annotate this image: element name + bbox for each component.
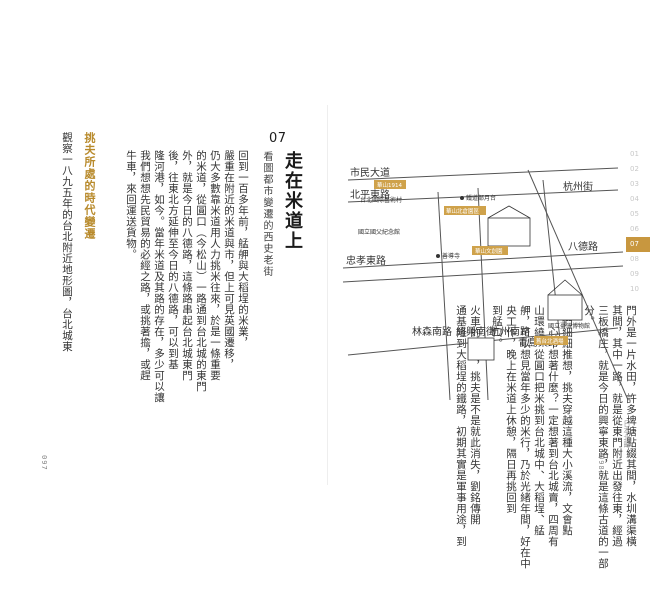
chapter-index: 01 02 03 04 05 06 07 08 09 10 [626,147,650,297]
building-sketch [547,279,583,296]
landmark-dot [460,196,464,200]
landmark-label: 鐵道部月台 [466,194,496,202]
road-line [347,189,619,203]
map-tag-label: 華山1914 [377,181,402,189]
body-column: 隆河港，如今。當年米道及其路的存在，多少可以讓 [153,150,165,403]
body-column: 分。 [583,305,595,327]
chapter-index-item[interactable]: 05 [630,210,639,218]
body-column: 我們細細推想，挑夫穿越這種大小溪流，文會點 [561,305,573,536]
map-tag [444,206,486,215]
body-column: 門外是一片水田，許多埤塘點綴其間，水圳溝渠横 [625,305,637,547]
chapter-index-item[interactable]: 08 [630,255,639,263]
road-label: 杭州南路 [490,325,530,338]
landmark-dot [436,254,440,258]
body-column: 央工作，晚上在米道上休憩，隔日再挑回到 [505,305,517,514]
road-label: 市民大道 [350,166,390,179]
running-head: 日本北町 [623,420,631,448]
road-label: 北平東路 [350,188,390,201]
road-label: 紹興南街 [456,325,496,338]
landmark-label: 國立國父紀念館 [358,228,400,236]
gutter-divider [327,105,328,485]
page-number-right: 098 [597,455,605,471]
body-column: 的米道，從圓口（今松山）一路通到台北城的東門 [195,150,207,392]
chapter-subtitle: 看圖都市變遷的西史老街 [261,151,272,278]
map-tag [472,246,508,255]
body-column: 舺，可以想見當年多少的米行，乃於光緒年間，好在中 [519,305,531,569]
road-line [437,191,451,400]
body-column: 通基隆到大稻埕的鐵路，初期其實是軍事用途，到 [455,305,467,547]
body-column: 觀察一八九五年的台北附近地形圖，台北城東 [61,132,73,352]
building-sketch [467,337,495,361]
chapter-index-item[interactable]: 01 [630,150,639,158]
left-page: 07 走在米道上 看圖都市變遷的西史老街 回到一百多年前，艋舺與大稻埕的米業， … [0,0,327,609]
body-column: 嚴重在附近的米道與市，但上可見英國遷移， [223,150,235,370]
body-column: 三板橋庄，就是今日的興寧東路，就是這條古道的一部 [597,305,609,569]
body-column: 外，就是今日的八德路，這條路串起台北城東門 [181,150,193,381]
chapter-index-item-active[interactable]: 07 [626,237,650,252]
map-tag [534,336,568,345]
body-column: 時，心中想著什麼？一定想著到台北城賣，四周有 [547,305,559,547]
section-heading: 挑夫所處的時代變遷 [83,132,96,240]
road-line [477,187,489,400]
building-sketch [547,294,583,321]
road-label: 林森南路 [412,325,452,338]
body-column: 牛車，來回運送貨物。 [125,150,137,260]
landmark-label: 台北國際藝術村 [360,196,402,204]
chapter-index-item[interactable]: 09 [630,270,639,278]
map-tag [374,180,406,189]
road-line [347,167,619,181]
map-tag-label: 舊台北酒場 [536,337,564,345]
chapter-index-item[interactable]: 02 [630,165,639,173]
chapter-index-item[interactable]: 03 [630,180,639,188]
body-column: 後，往東北方延伸至今日的八德路，可以到基 [167,150,179,370]
road-line [342,251,624,269]
map-tag-label: 華山文創園 [475,247,503,255]
body-column: 其間，其中一路，就是從東門附近出發往東，經過 [611,305,623,547]
road-line [342,265,624,283]
chapter-title: 走在米道上 [282,151,303,251]
map-drawing: 市民大道 北平東路 忠孝東路 八德路 青島東路 林森南路 紹興南街 杭州南路 杭… [342,166,628,400]
building-sketch [487,205,531,219]
landmark-label: 國立臺灣博物館 [548,322,590,330]
chapter-index-item[interactable]: 10 [630,285,639,293]
road-label: 八德路 [568,240,598,253]
building-sketch [487,217,531,247]
body-column: 山環繞，從圓口把米挑到台北城中、大稻埕、艋 [533,305,545,536]
street-map: 市民大道 北平東路 忠孝東路 八德路 青島東路 林森南路 紹興南街 杭州南路 杭… [338,160,628,400]
body-column: 回到一百多年前，艋舺與大稻埕的米業， [237,150,249,348]
body-column: 仍大多數靠米道用人力挑米往來，於是一條重要 [209,150,221,381]
chapter-index-item[interactable]: 06 [630,225,639,233]
body-column: 我們想想先民貿易的必經之路，或挑著擔，或趕 [139,150,151,381]
road-line [527,169,628,400]
chapter-number: 07 [269,131,287,146]
landmark-label: 善導寺 [442,252,460,260]
road-label: 忠孝東路 [346,254,386,267]
page-number-left: 097 [40,455,48,471]
map-tag-label: 華山北倉園區 [446,207,480,215]
road-label: 杭州街 [563,180,593,193]
chapter-index-item[interactable]: 04 [630,195,639,203]
